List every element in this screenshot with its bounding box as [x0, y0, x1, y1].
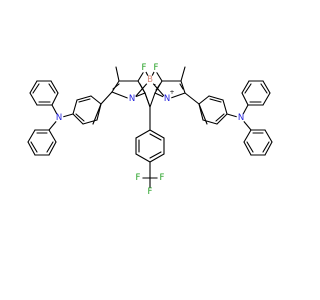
atom-labels: B - F F N N + N N F F F: [54, 63, 246, 197]
boron-mask: [145, 75, 155, 85]
left-phenylene-ring: [72, 95, 102, 125]
left-lower-phenyl: [27, 129, 57, 156]
boron-charge: -: [154, 81, 156, 88]
fluorine-mask-2: [151, 63, 161, 73]
cf3-fluorine-label-3: F: [148, 187, 153, 197]
amine-nitrogen-right-label: N: [238, 113, 244, 123]
right-upper-phenyl: [241, 80, 271, 106]
amine-right-mask: [236, 113, 246, 123]
fluorine-label-bf-1: F: [142, 63, 147, 73]
molecule-canvas: B - F F N N + N N F F F: [27, 63, 273, 197]
meso-aryl-ring: [135, 129, 165, 163]
right-lower-phenyl: [243, 129, 273, 156]
cf3-fluorine-label-1: F: [136, 173, 141, 183]
pyrrole-nitrogen-right-label: N: [164, 94, 170, 104]
left-upper-phenyl: [29, 80, 59, 106]
right-phenylene-ring: [198, 95, 228, 125]
cf3-fluorine-label-2: F: [160, 173, 165, 183]
fluorine-mask-1: [139, 63, 149, 73]
meso-core: [144, 92, 156, 131]
amine-left-mask: [54, 113, 64, 123]
right-pyrrole-ring: [154, 80, 186, 100]
n-right-mask: [162, 94, 172, 104]
molecule-structure: B - F F N N + N N F F F: [27, 63, 273, 197]
n-left-mask: [127, 94, 137, 104]
fluorine-label-bf-2: F: [154, 63, 159, 73]
cf3-f3-mask: [145, 187, 155, 197]
boron-label: B: [147, 75, 153, 85]
right-pyrrole-substituents: [153, 66, 208, 125]
amine-nitrogen-left-label: N: [56, 113, 62, 123]
nitrogen-charge: +: [169, 89, 174, 96]
pyrrole-nitrogen-left-label: N: [129, 94, 135, 104]
cf3-f1-mask: [133, 173, 143, 183]
cf3-f2-mask: [157, 173, 167, 183]
